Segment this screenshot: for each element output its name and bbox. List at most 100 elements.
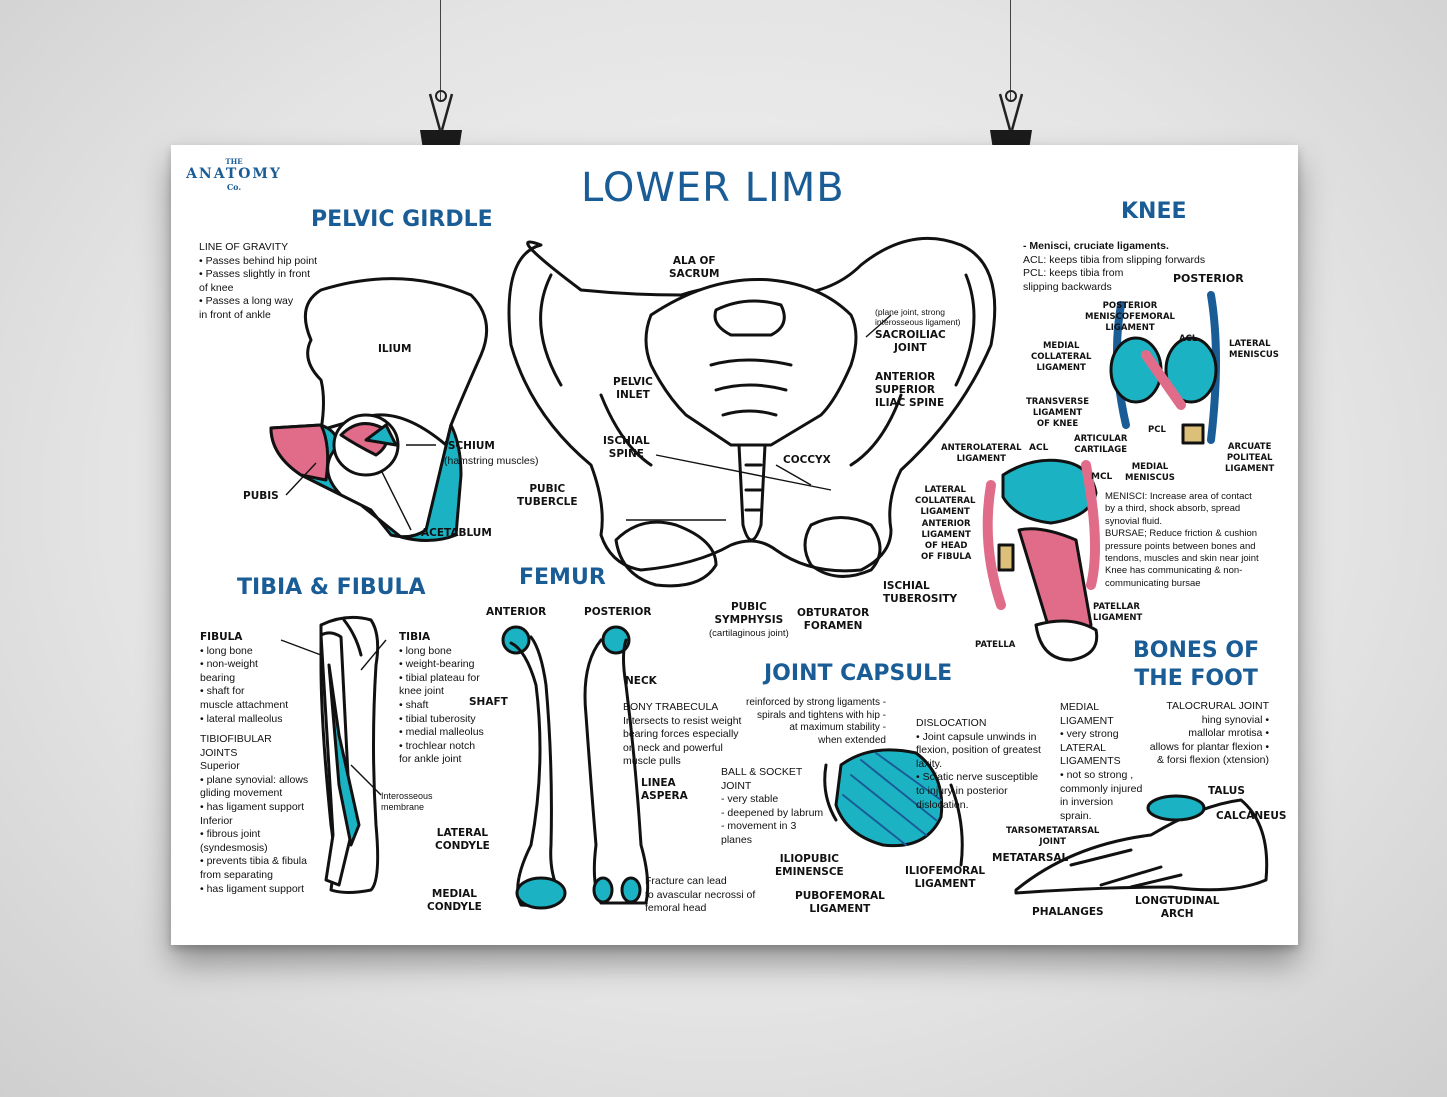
note-line: LATERAL (1060, 741, 1106, 754)
note-line: TIBIOFIBULAR (200, 733, 272, 745)
pcl-label: PCL (1148, 425, 1166, 435)
note-line: reinforced by strong ligaments - (746, 697, 887, 708)
label-line: ANTERIOR (921, 519, 971, 529)
label-line: PUBOFEMORAL (795, 890, 885, 902)
note-line: BALL & SOCKET (721, 766, 803, 778)
pelvic-girdle-heading: PELVIC GIRDLE (311, 207, 493, 232)
calcaneus-label: CALCANEUS (1216, 810, 1287, 822)
label-line: ILIAC SPINE (875, 397, 945, 409)
label-line: LONGTUDINAL (1135, 895, 1220, 907)
label-line: ISCHIAL (883, 580, 930, 592)
knee-posterior-label: POSTERIOR (1173, 272, 1244, 285)
label-line: OBTURATOR (797, 607, 870, 619)
note-line: MENISCI: Increase area of contact (1105, 491, 1252, 502)
label-line: OF KNEE (1036, 419, 1079, 429)
label-line: LATERAL (1229, 339, 1271, 349)
note-line: TALOCRURAL JOINT (1166, 700, 1269, 712)
note-line: bearing forces especially (623, 728, 739, 741)
label-line: LIGAMENT (1036, 363, 1086, 373)
hip-bone-illustration (269, 277, 489, 542)
note-line: dislocation. (916, 798, 969, 811)
note-line: gliding movement (200, 787, 283, 800)
label-line: MENISCUS (1125, 473, 1175, 483)
note-line: allows for plantar flexion • (1149, 740, 1269, 753)
label-line: POSTERIOR (1102, 301, 1158, 311)
logo-main-text: ANATOMY (186, 166, 282, 182)
label-line: ARCUATE (1227, 442, 1272, 452)
note-line: • non-weight (200, 658, 258, 671)
label-line: TRANSVERSE (1026, 397, 1090, 407)
label-line: PUBIC (529, 483, 566, 495)
note-line: pressure points between bones and (1105, 540, 1256, 552)
label-line: ANTERIOR (875, 371, 936, 383)
label-line: SACROILIAC (875, 329, 946, 341)
label-line: PATELLAR (1093, 602, 1140, 612)
note-line: communicating bursae (1105, 577, 1201, 589)
note-line: commonly injured (1060, 782, 1143, 795)
label-line: OF FIBULA (921, 552, 972, 562)
note-line: tendons, muscles and skin near joint (1105, 553, 1259, 565)
joint-capsule-illustration (823, 748, 964, 867)
label-line: TUBEROSITY (883, 593, 958, 605)
label-line: ISCHIAL (603, 435, 650, 447)
note-line: - movement in 3 (721, 820, 797, 833)
note-line: to avascular necrossi of (645, 888, 756, 901)
note-line: PCL: keeps tibia from (1023, 267, 1124, 280)
label-line: ALA OF (672, 255, 716, 267)
note-line: - deepened by labrum (721, 806, 824, 819)
talocrural-notes: TALOCRURAL JOINT hing synovial • mallola… (1137, 700, 1269, 768)
note-line: on neck and powerful (623, 741, 723, 754)
note-line: • long bone (399, 644, 452, 657)
tibia-notes: TIBIA • long bone • weight-bearing • tib… (399, 631, 484, 767)
note-line: interosseous ligament) (875, 317, 961, 327)
label-line: JOINT (894, 342, 927, 354)
note-line: • fibrous joint (200, 828, 261, 841)
note-line: • shaft for (200, 685, 245, 698)
note-line: flexion, position of greatest (916, 744, 1041, 757)
note-line: from separating (200, 868, 273, 881)
heading-line: BONES OF (1133, 638, 1260, 663)
note-line: • not so strong , (1060, 768, 1134, 781)
note-line: • Passes slightly in front (199, 268, 311, 281)
note-line: by a third, shock absorb, spread (1105, 503, 1241, 515)
femur-anterior-illustration (501, 625, 567, 910)
logo-bottom-text: Co. (226, 182, 242, 192)
label-line: TARSOMETATARSAL (1006, 826, 1100, 836)
reinforced-notes: reinforced by strong ligaments - spirals… (746, 697, 886, 747)
note-line: slipping backwards (1023, 280, 1112, 293)
label-line: SUPERIOR (875, 384, 935, 396)
bony-trabecula-notes: BONY TRABECULA Intersects to resist weig… (623, 701, 741, 769)
note-line: - very stable (721, 793, 779, 806)
ischium-label: ISCHIUM (444, 440, 495, 452)
hanging-string-left (440, 0, 441, 102)
knee-acl-label: ACL (1029, 443, 1049, 453)
note-line: sprain. (1060, 809, 1092, 822)
note-line: - Menisci, cruciate ligaments. (1023, 240, 1169, 252)
pubis-label: PUBIS (243, 490, 279, 502)
note-line: membrane (381, 802, 425, 812)
label-line: CONDYLE (427, 901, 482, 913)
page-title: LOWER LIMB (581, 165, 845, 211)
leader-lines (280, 314, 892, 796)
label-line: MENISCUS (1229, 350, 1279, 360)
ischium-note: (hamstring muscles) (444, 455, 539, 467)
note-line: • tibial tuberosity (399, 712, 476, 725)
line-of-gravity-notes: LINE OF GRAVITY • Passes behind hip poin… (199, 241, 317, 323)
note-line: Interosseous (381, 791, 433, 801)
note-line: • Sciatic nerve susceptible (916, 771, 1039, 784)
label-line: LIGAMENT (956, 454, 1006, 464)
note-line: • trochlear notch (399, 739, 476, 752)
note-line: bearing (200, 671, 236, 684)
note-line: Superior (200, 760, 240, 773)
